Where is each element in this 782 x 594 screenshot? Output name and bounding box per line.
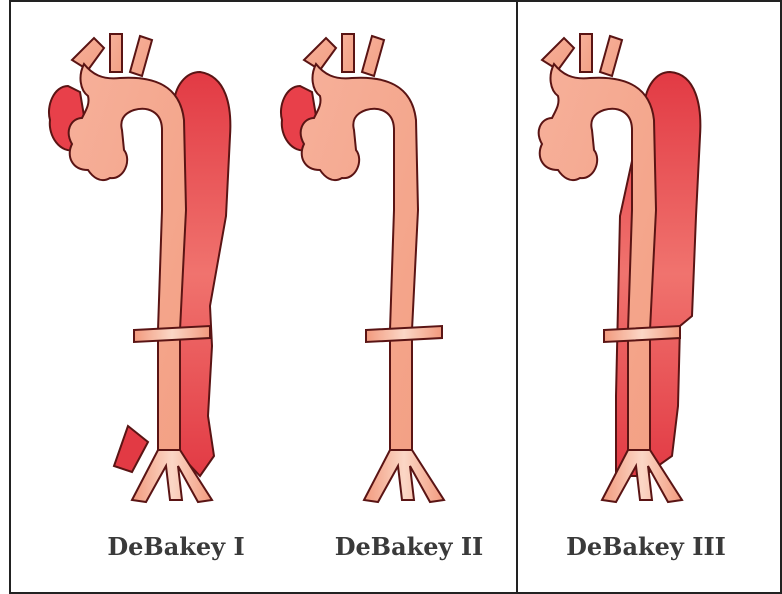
label-debakey-ii: DeBakey II <box>335 532 484 561</box>
label-debakey-iii: DeBakey III <box>566 532 726 561</box>
label-debakey-i: DeBakey I <box>107 532 244 561</box>
